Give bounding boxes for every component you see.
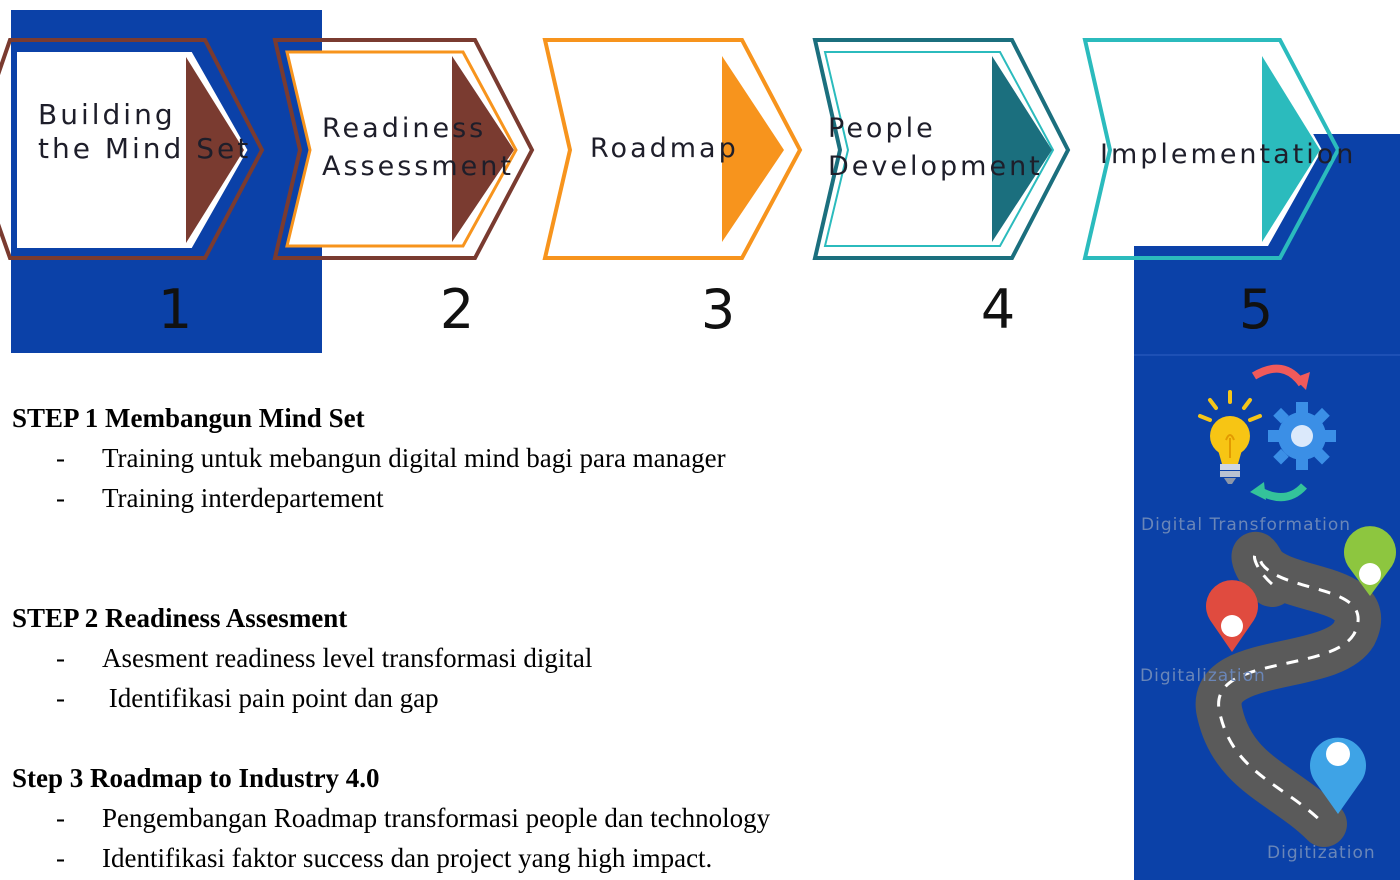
red-map-pin-icon (1206, 580, 1258, 652)
list-item: -Training untuk mebangun digital mind ba… (56, 443, 726, 473)
list-item: -Pengembangan Roadmap transformasi peopl… (56, 803, 771, 833)
step-5-label: Implementation (1100, 139, 1357, 170)
caption-digitalization: Digitalization (1140, 666, 1266, 686)
step-2-title: STEP 2 Readiness Assesment (12, 603, 348, 633)
step-5-number: 5 (1238, 278, 1274, 341)
red-arrow-icon (1251, 364, 1306, 387)
step-3-label: Roadmap (590, 133, 739, 164)
chevron-step-5 (1082, 38, 1341, 260)
lightbulb-icon (1198, 390, 1262, 484)
step-1-title: STEP 1 Membangun Mind Set (12, 403, 365, 433)
step-2-number: 2 (439, 278, 475, 341)
list-item: -Training interdepartement (56, 483, 384, 513)
side-illustrations (1134, 354, 1400, 847)
chevron-step-1 (0, 38, 265, 260)
caption-digitization: Digitization (1267, 843, 1376, 863)
list-item: -Identifikasi faktor success dan project… (56, 843, 713, 873)
list-item: -Asesment readiness level transformasi d… (56, 643, 593, 673)
step-details: STEP 1 Membangun Mind Set -Training untu… (12, 398, 1122, 878)
step-3-title: Step 3 Roadmap to Industry 4.0 (12, 763, 380, 793)
green-map-pin-icon (1344, 526, 1396, 596)
chevron-step-4 (812, 38, 1071, 260)
step-1-label: Building the Mind Set (38, 98, 252, 165)
list-item: - Identifikasi pain point dan gap (56, 683, 439, 713)
chevron-step-2 (272, 38, 535, 260)
chevron-step-3 (542, 38, 803, 260)
step-4-label: People Development (828, 113, 1043, 182)
blue-map-pin-icon (1310, 737, 1366, 814)
process-chevrons (0, 38, 1341, 260)
step-2-label: Readiness Assessment (322, 113, 514, 182)
step-1-number: 1 (157, 278, 193, 341)
step-3-number: 3 (700, 278, 736, 341)
gear-icon (1268, 402, 1336, 470)
caption-digital-transformation: Digital Transformation (1141, 515, 1352, 535)
step-4-number: 4 (980, 278, 1016, 341)
road-icon (1195, 531, 1381, 847)
